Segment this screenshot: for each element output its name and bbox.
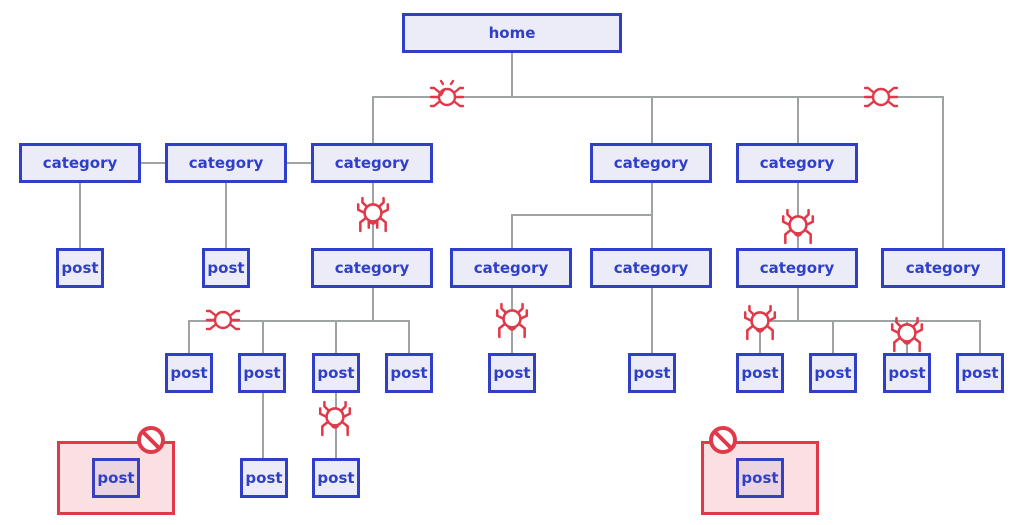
edge: [797, 96, 799, 144]
post-node[interactable]: post: [238, 353, 286, 393]
blocked-post-node[interactable]: post: [736, 458, 784, 498]
edge: [651, 182, 653, 250]
post-node[interactable]: post: [809, 353, 857, 393]
post-node[interactable]: post: [312, 458, 360, 498]
edge: [511, 52, 513, 98]
edge: [511, 214, 513, 250]
edge: [797, 287, 799, 321]
post-node[interactable]: post: [240, 458, 288, 498]
edge: [832, 320, 834, 356]
edge: [335, 320, 337, 356]
edge: [759, 320, 761, 356]
post-node[interactable]: post: [202, 248, 250, 288]
edge: [372, 96, 374, 144]
post-node[interactable]: post: [312, 353, 360, 393]
spider-icon: [495, 302, 529, 339]
post-node[interactable]: post: [736, 353, 784, 393]
spider-icon: [863, 86, 899, 108]
edge: [286, 162, 312, 164]
post-node[interactable]: post: [628, 353, 676, 393]
spider-icon: [890, 316, 924, 353]
edge: [140, 162, 166, 164]
post-node[interactable]: post: [385, 353, 433, 393]
edge: [979, 320, 981, 356]
edge: [651, 96, 653, 144]
spider-icon: [781, 208, 815, 245]
post-node[interactable]: post: [165, 353, 213, 393]
edge: [511, 214, 653, 216]
no-entry-icon: [137, 426, 165, 454]
edge: [188, 320, 410, 322]
edge: [372, 96, 944, 98]
spider-icon: [205, 309, 241, 331]
post-node[interactable]: post: [56, 248, 104, 288]
category-node[interactable]: category: [881, 248, 1005, 288]
category-node[interactable]: category: [736, 143, 858, 183]
edge: [651, 287, 653, 355]
edge: [942, 96, 944, 250]
category-node[interactable]: category: [450, 248, 572, 288]
edge: [225, 182, 227, 250]
post-node[interactable]: post: [488, 353, 536, 393]
spider-icon: [743, 304, 777, 341]
category-node[interactable]: category: [590, 143, 712, 183]
edge: [79, 182, 81, 250]
category-node[interactable]: category: [736, 248, 858, 288]
category-node[interactable]: category: [19, 143, 141, 183]
home-node[interactable]: home: [402, 13, 622, 53]
no-entry-icon: [709, 426, 737, 454]
edge: [262, 392, 264, 460]
edge: [262, 320, 264, 356]
spider-icon: [318, 400, 352, 437]
post-node[interactable]: post: [956, 353, 1004, 393]
category-node[interactable]: category: [590, 248, 712, 288]
edge: [372, 287, 374, 321]
category-node[interactable]: category: [311, 143, 433, 183]
spider-icon: [429, 79, 465, 108]
category-node[interactable]: category: [311, 248, 433, 288]
edge: [188, 320, 190, 356]
edge: [759, 320, 981, 322]
spider-icon: [356, 196, 390, 233]
post-node[interactable]: post: [883, 353, 931, 393]
edge: [408, 320, 410, 356]
blocked-post-node[interactable]: post: [92, 458, 140, 498]
category-node[interactable]: category: [165, 143, 287, 183]
